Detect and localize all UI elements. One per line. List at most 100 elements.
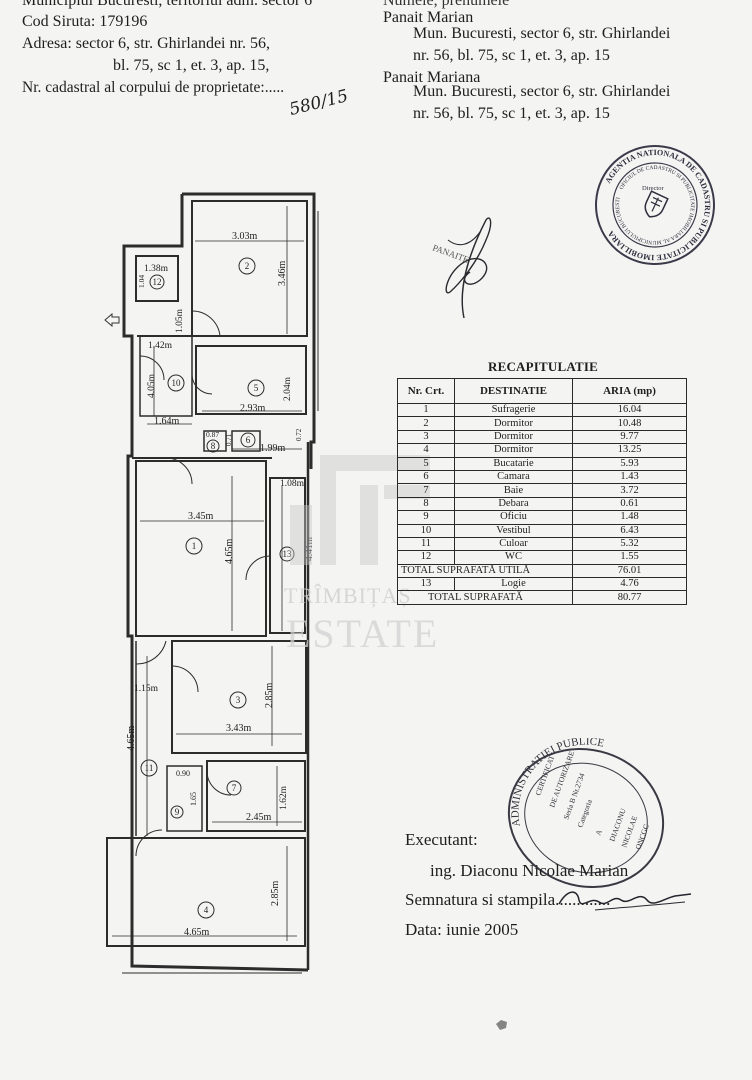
recap-cell-nr: 3: [397, 429, 455, 445]
dim-3-03: 3.03m: [232, 231, 258, 242]
dim-1-99: 1.99m: [260, 443, 286, 454]
recap-cell-nr: 9: [397, 510, 455, 525]
recap-title: RECAPITULATIE: [488, 359, 598, 374]
dim-1-62: 1.62m: [279, 785, 289, 810]
recap-cell-aria: 5.32: [572, 536, 687, 552]
recap-header-nr: Nr. Crt.: [397, 378, 455, 404]
owner2-address-line2: nr. 56, bl. 75, sc 1, et. 3, ap. 15: [413, 105, 610, 122]
recap-cell-aria: 5.93: [572, 456, 687, 471]
room-label-13: 13: [283, 549, 293, 559]
engineer-signature: [558, 891, 692, 911]
recap-cell-aria: 1.48: [572, 510, 687, 525]
dim-2-04: 2.04m: [283, 376, 293, 401]
recap-cell-dest: Culoar: [454, 536, 573, 552]
recap-cell-aria: 3.72: [572, 483, 687, 498]
owner-signature: PANAITE: [431, 217, 492, 319]
room-label-2: 2: [245, 261, 250, 271]
dim-2-93: 2.93m: [240, 403, 266, 414]
plan-room-7: [206, 760, 306, 832]
cadastral-handwritten: 580/15: [287, 86, 351, 120]
recap-total-value: 80.77: [572, 590, 687, 605]
dim-2-45: 2.45m: [246, 812, 272, 823]
dim-2-85b: 2.85m: [270, 881, 281, 907]
recap-logie-dest: Logie: [454, 577, 573, 592]
room-label-11: 11: [145, 763, 154, 773]
owner1-name: Panait Marian: [383, 9, 474, 26]
header-owners-label: Numele, prenumele: [383, 0, 510, 9]
plan-room-12: [135, 255, 179, 302]
recap-cell-nr: 4: [397, 443, 455, 458]
pin-mark-icon: [496, 1020, 507, 1030]
recap-cell-dest: Oficiu: [454, 510, 573, 525]
recap-cell-dest: Baie: [454, 483, 573, 498]
floor-plan: 2 12 10 5 8 6 1 13 3 11 9 7 4 3.03m 3.46…: [106, 192, 319, 974]
agency-seal: AGENTIA NATIONALA DE CADASTRU SI PUBLICI…: [592, 142, 718, 268]
dim-1-08: 1.08m: [280, 479, 305, 489]
recap-cell-dest: Camara: [454, 469, 573, 485]
stamp-line-5: A: [593, 828, 604, 837]
recap-header-aria: ARIA (mp): [572, 378, 687, 404]
plan-room-1: [135, 460, 267, 637]
plan-outer-wall: [122, 192, 316, 972]
dim-1-42: 1.42m: [148, 341, 173, 351]
recap-cell-nr: 8: [397, 496, 455, 512]
dim-1-38: 1.38m: [144, 264, 169, 274]
recap-cell-nr: 1: [397, 402, 455, 418]
room-label-1: 1: [192, 541, 197, 551]
dim-4-65b: 4.65m: [126, 726, 137, 752]
signature-label: Semnatura si stampila.............: [405, 890, 611, 909]
owner1-address-line2: nr. 56, bl. 75, sc 1, et. 3, ap. 15: [413, 47, 610, 64]
engineer-name: ing. Diaconu Nicolae Marian: [430, 861, 629, 880]
room-label-10: 10: [172, 378, 182, 388]
recap-cell-aria: 16.04: [572, 402, 687, 418]
dim-1-64: 1.64m: [154, 416, 180, 427]
watermark-line2: ESTATE: [286, 611, 440, 656]
recap-cell-aria: 6.43: [572, 523, 687, 538]
owner2-address-line1: Mun. Bucuresti, sector 6, str. Ghirlande…: [413, 83, 671, 100]
room-label-8: 8: [211, 441, 216, 451]
recap-cell-nr: 5: [397, 456, 455, 471]
header-address-line2: bl. 75, sc 1, et. 3, ap. 15,: [113, 57, 270, 74]
entrance-arrow-icon: [104, 313, 120, 327]
coat-of-arms-icon: [644, 190, 669, 218]
recap-logie-nr: 13: [397, 577, 455, 592]
recap-cell-nr: 2: [397, 416, 455, 431]
dim-0-90: 0.90: [176, 769, 190, 778]
recap-cell-dest: Sufragerie: [454, 402, 573, 418]
recap-cell-nr: 7: [397, 483, 455, 498]
dim-1-04: 1.04: [137, 275, 146, 288]
recap-cell-dest: WC: [454, 550, 573, 565]
plan-room-3: [171, 640, 307, 754]
watermark-logo-icon: [290, 455, 430, 565]
dim-0-71: 0.71: [225, 433, 233, 446]
room-label-9: 9: [175, 807, 180, 817]
recap-cell-dest: Debara: [454, 496, 573, 512]
recap-total-util-value: 76.01: [572, 563, 687, 579]
recap-cell-nr: 12: [397, 550, 455, 565]
recap-cell-nr: 6: [397, 469, 455, 485]
dim-3-46: 3.46m: [277, 261, 288, 287]
recap-cell-nr: 11: [397, 536, 455, 552]
dim-1-05: 1.05m: [175, 308, 185, 333]
recap-cell-aria: 10.48: [572, 416, 687, 431]
room-label-12: 12: [153, 277, 162, 287]
dim-0-87: 0.87: [206, 430, 219, 439]
plan-room-5: [195, 345, 307, 415]
recap-header-row: Nr. Crt. DESTINATIE ARIA (mp): [397, 378, 687, 404]
recap-cell-aria: 1.43: [572, 469, 687, 485]
recap-total-util-label: TOTAL SUPRAFATĂ UTILĂ: [397, 563, 573, 579]
owner2-name: Panait Mariana: [383, 69, 481, 86]
owner1-address-line1: Mun. Bucuresti, sector 6, str. Ghirlande…: [413, 25, 671, 42]
recap-total-label: TOTAL SUPRAFATĂ: [397, 590, 573, 605]
